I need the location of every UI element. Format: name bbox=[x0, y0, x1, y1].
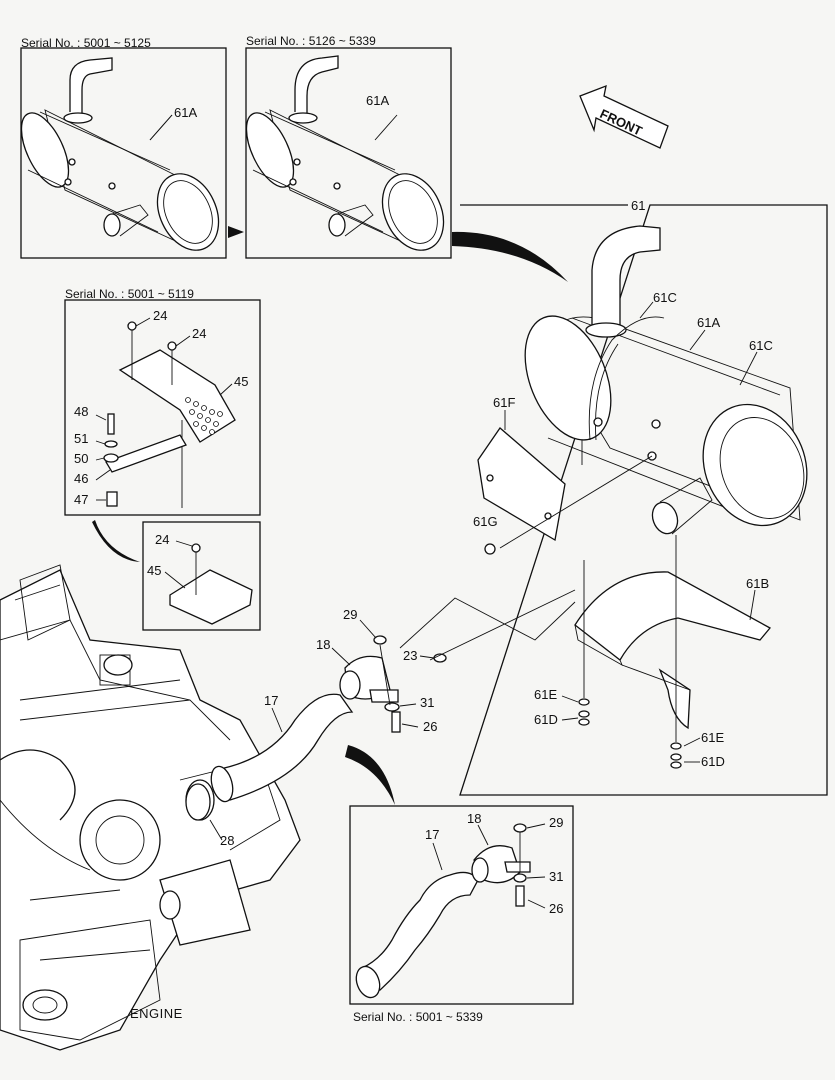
part-callout: 47 bbox=[74, 492, 89, 507]
part-callout: 61C bbox=[749, 338, 773, 353]
part-callout: 61B bbox=[746, 576, 770, 591]
panel-muffler-mid bbox=[245, 47, 452, 259]
part-callout: 61D bbox=[534, 712, 558, 727]
part-callout: 17 bbox=[425, 827, 440, 842]
serial-label-bottom: Serial No. : 5001 ~ 5339 bbox=[353, 1010, 483, 1024]
part-callout: 29 bbox=[549, 815, 564, 830]
part-callout: 18 bbox=[467, 811, 482, 826]
part-callout: 61A bbox=[697, 315, 721, 330]
panel-bracket bbox=[64, 299, 261, 516]
part-callout: 45 bbox=[147, 563, 162, 578]
part-callout: 29 bbox=[343, 607, 358, 622]
part-callout: 61E bbox=[534, 687, 558, 702]
part-callout: 24 bbox=[192, 326, 207, 341]
panel-pipe-detail bbox=[349, 805, 574, 1005]
exhaust-pipe bbox=[185, 589, 576, 821]
part-callout: 17 bbox=[264, 693, 279, 708]
part-callout: 61A bbox=[366, 93, 390, 108]
part-callout: 61F bbox=[493, 395, 516, 410]
part-callout: 28 bbox=[220, 833, 235, 848]
panel-muffler-assembly bbox=[459, 204, 828, 796]
part-callout: 31 bbox=[420, 695, 435, 710]
part-callout: 61E bbox=[701, 730, 725, 745]
part-callout: 61A bbox=[174, 105, 198, 120]
part-callout: 61 bbox=[631, 198, 646, 213]
part-callout: 45 bbox=[234, 374, 249, 389]
engine-illustration bbox=[0, 564, 301, 1051]
serial-label-mid: Serial No. : 5126 ~ 5339 bbox=[246, 34, 376, 48]
panel-bracket-late bbox=[142, 521, 261, 631]
part-callout: 26 bbox=[423, 719, 438, 734]
part-callout: 50 bbox=[74, 451, 89, 466]
engine-label: ENGINE bbox=[130, 1006, 183, 1021]
part-callout: 46 bbox=[74, 471, 89, 486]
part-callout: 48 bbox=[74, 404, 89, 419]
part-callout: 51 bbox=[74, 431, 89, 446]
front-arrow-icon bbox=[579, 84, 669, 149]
panel-muffler-early bbox=[20, 47, 227, 259]
part-callout: 18 bbox=[316, 637, 331, 652]
part-callout: 24 bbox=[155, 532, 170, 547]
part-callout: 61G bbox=[473, 514, 498, 529]
part-callout: 26 bbox=[549, 901, 564, 916]
part-callout: 23 bbox=[403, 648, 418, 663]
part-callout: 24 bbox=[153, 308, 168, 323]
part-callout: 61C bbox=[653, 290, 677, 305]
part-callout: 31 bbox=[549, 869, 564, 884]
serial-label-bracket: Serial No. : 5001 ~ 5119 bbox=[65, 287, 194, 301]
serial-label-early: Serial No. : 5001 ~ 5125 bbox=[21, 36, 151, 50]
part-callout: 61D bbox=[701, 754, 725, 769]
